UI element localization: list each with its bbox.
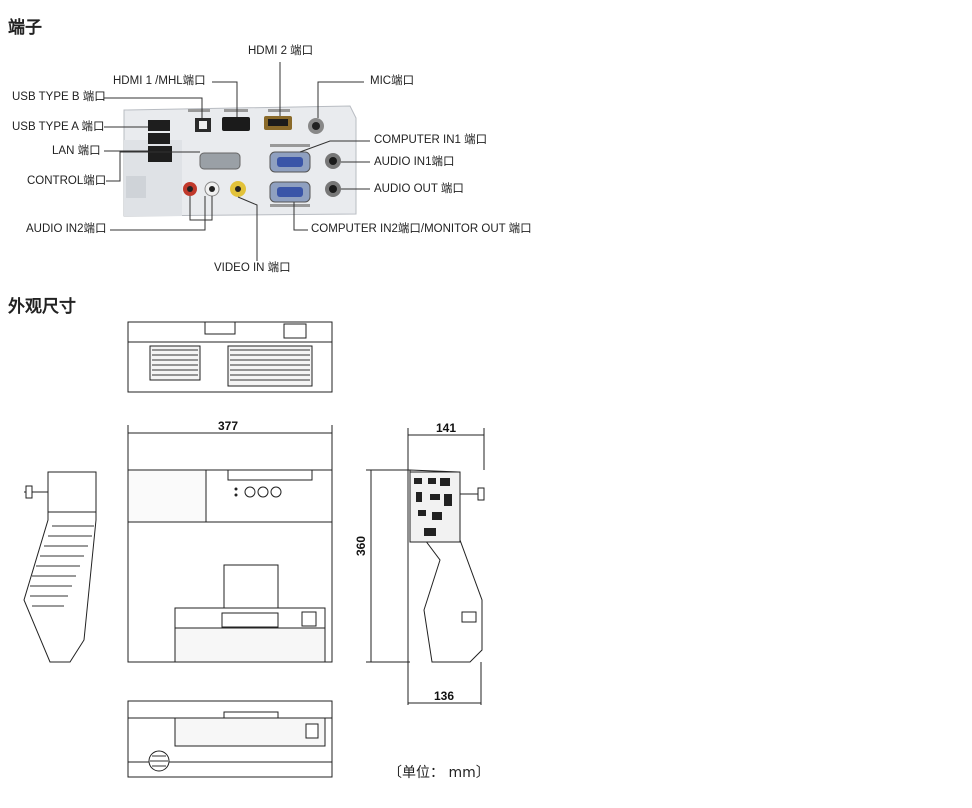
dimension-height: 360 (354, 535, 368, 556)
label-mic: MIC端口 (370, 75, 415, 87)
label-audio-out: AUDIO OUT 端口 (374, 183, 464, 195)
label-hdmi2: HDMI 2 端口 (248, 45, 314, 57)
dimension-depth-top: 141 (436, 421, 457, 435)
label-computer-in1: COMPUTER IN1 端口 (374, 134, 488, 146)
dimension-width: 377 (218, 419, 239, 433)
label-audio-in2: AUDIO IN2端口 (26, 223, 107, 235)
label-hdmi1: HDMI 1 /MHL端口 (113, 75, 206, 87)
unit-label: 〔单位： mm〕 (388, 765, 490, 781)
label-computer-in2: COMPUTER IN2端口/MONITOR OUT 端口 (311, 223, 532, 235)
label-video-in: VIDEO IN 端口 (214, 262, 291, 274)
ports-section-title: 端子 (8, 18, 42, 38)
dimension-depth-bottom: 136 (434, 689, 455, 703)
label-usb-b: USB TYPE B 端口 (12, 91, 106, 103)
label-usb-a: USB TYPE A 端口 (12, 121, 105, 133)
label-audio-in1: AUDIO IN1端口 (374, 156, 455, 168)
label-control: CONTROL端口 (27, 175, 107, 187)
dimensions-section-title: 外观尺寸 (8, 297, 76, 317)
label-lan: LAN 端口 (52, 145, 101, 157)
